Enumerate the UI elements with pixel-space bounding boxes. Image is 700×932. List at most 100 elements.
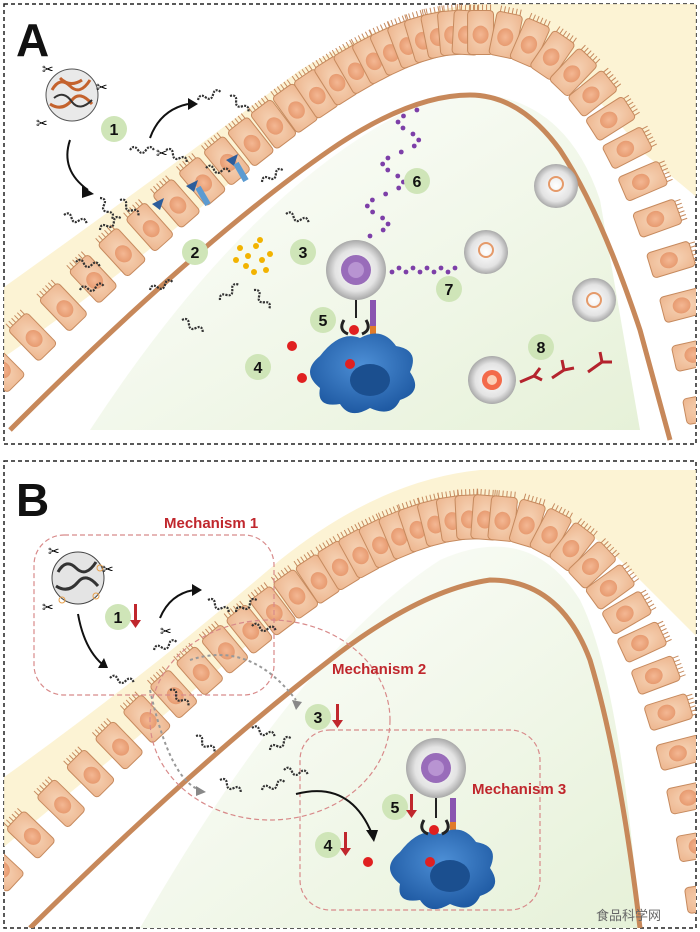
particle-dot bbox=[263, 267, 269, 273]
cytokine-dot bbox=[431, 269, 437, 275]
dendritic-cell-a bbox=[310, 319, 416, 414]
epithelial-cell bbox=[293, 549, 340, 604]
lamina-propria-b bbox=[140, 546, 640, 928]
transporter-icon bbox=[226, 154, 238, 166]
epithelial-cell bbox=[684, 881, 696, 914]
epithelial-cell bbox=[36, 279, 87, 331]
epithelial-cell bbox=[676, 829, 696, 862]
peptide-icon bbox=[253, 288, 271, 309]
cytokine-dot bbox=[385, 221, 391, 227]
epithelial-cell bbox=[602, 125, 657, 169]
cytokine-dot bbox=[370, 209, 376, 215]
epithelial-cell bbox=[529, 503, 573, 558]
arrow-icon bbox=[159, 589, 195, 619]
cytokine-dot bbox=[400, 125, 406, 131]
cytokine-dot bbox=[395, 173, 401, 179]
pathway-line bbox=[189, 654, 297, 701]
epithelial-cell bbox=[223, 600, 273, 654]
effector-cell bbox=[572, 278, 616, 322]
step-badge: 5 bbox=[382, 794, 408, 820]
panel-a-label: A bbox=[16, 14, 49, 66]
peptide-icon bbox=[129, 145, 155, 155]
peptide-icon bbox=[78, 282, 105, 292]
epithelial-cell bbox=[618, 160, 673, 201]
epithelial-cell bbox=[173, 642, 223, 695]
decrease-arrow-icon bbox=[130, 604, 141, 628]
epithelium-a bbox=[4, 4, 696, 425]
effector-cell bbox=[464, 230, 508, 274]
particle-dot bbox=[257, 237, 263, 243]
cytokine-dot bbox=[396, 265, 402, 271]
svg-text:1: 1 bbox=[110, 122, 119, 139]
panel-b: B Mechanism 1 Mechanism 2 Mechanism 3 ✂ … bbox=[3, 460, 697, 929]
channel-icon bbox=[195, 185, 211, 207]
epithelial-cell bbox=[270, 565, 319, 619]
cytokine-dot bbox=[414, 107, 420, 113]
peptide-icon bbox=[195, 734, 216, 752]
transporters-a bbox=[152, 154, 249, 210]
epithelial-cell bbox=[586, 94, 640, 141]
scissors-icon: ✂ bbox=[96, 79, 108, 95]
peptide-icon bbox=[234, 597, 258, 613]
panel-a: A ✂ ✂ ✂ ✂ bbox=[3, 3, 697, 445]
epithelial-cell bbox=[92, 718, 143, 770]
arrowhead-icon bbox=[292, 700, 302, 710]
cytokine-dot bbox=[367, 233, 373, 239]
scissors-icon: ✂ bbox=[42, 599, 54, 615]
peptide-icon bbox=[205, 164, 231, 175]
epithelial-cell bbox=[467, 4, 495, 55]
epithelial-cell bbox=[150, 175, 200, 228]
epithelial-cell bbox=[119, 691, 171, 743]
cytokine-dot bbox=[416, 137, 422, 143]
cytokine-dot bbox=[389, 269, 395, 275]
step-badge: 8 bbox=[528, 334, 554, 360]
cytokine-dot bbox=[380, 227, 386, 233]
step-badge: 6 bbox=[404, 168, 430, 194]
antibody-icon bbox=[519, 367, 543, 384]
antigen-dot bbox=[287, 341, 297, 351]
svg-text:1: 1 bbox=[114, 610, 123, 627]
particle-dot bbox=[245, 253, 251, 259]
epithelial-cell bbox=[487, 489, 518, 542]
epithelial-cell bbox=[585, 562, 640, 610]
epithelial-cell bbox=[336, 523, 381, 579]
arrowhead-icon bbox=[366, 830, 378, 842]
peptides-b bbox=[109, 597, 309, 793]
arrowhead-icon bbox=[196, 786, 206, 796]
epithelial-cell bbox=[530, 26, 577, 80]
peptide-icon bbox=[268, 735, 292, 751]
epithelial-cell bbox=[602, 589, 657, 634]
arrowhead-icon bbox=[192, 584, 202, 596]
step-badge: 4 bbox=[245, 354, 271, 380]
peptide-icon bbox=[285, 211, 310, 223]
epithelial-cell bbox=[659, 287, 696, 323]
epithelium-b bbox=[4, 488, 696, 914]
svg-text:4: 4 bbox=[254, 360, 263, 377]
t-cell-b bbox=[406, 738, 466, 842]
t-cell-a bbox=[326, 240, 386, 346]
peptide-icon bbox=[207, 597, 230, 613]
transporter-icon bbox=[186, 180, 198, 192]
peptide-icon bbox=[219, 777, 242, 793]
svg-text:3: 3 bbox=[299, 245, 308, 262]
peptide-icon bbox=[218, 283, 239, 301]
step-badge: 1 bbox=[101, 116, 127, 142]
svg-text:8: 8 bbox=[537, 340, 546, 357]
scissors-icon: ✂ bbox=[36, 115, 48, 131]
epithelial-cell bbox=[666, 780, 696, 815]
particle-dot bbox=[237, 245, 243, 251]
protein-b bbox=[51, 551, 105, 605]
epithelial-cell bbox=[671, 337, 696, 372]
peptides-a bbox=[63, 89, 310, 333]
epithelial-cell bbox=[632, 198, 688, 238]
peptide-icon bbox=[251, 622, 277, 633]
epithelial-cell bbox=[655, 735, 696, 771]
epithelial-cell bbox=[4, 344, 25, 392]
decrease-arrow-icon bbox=[332, 704, 343, 728]
epithelial-cell bbox=[95, 224, 146, 277]
particle-dot bbox=[253, 243, 259, 249]
peptide-icon bbox=[98, 215, 122, 231]
arrowhead-icon bbox=[98, 658, 108, 668]
peptide-icon bbox=[119, 198, 140, 216]
epithelial-cell bbox=[63, 746, 115, 798]
